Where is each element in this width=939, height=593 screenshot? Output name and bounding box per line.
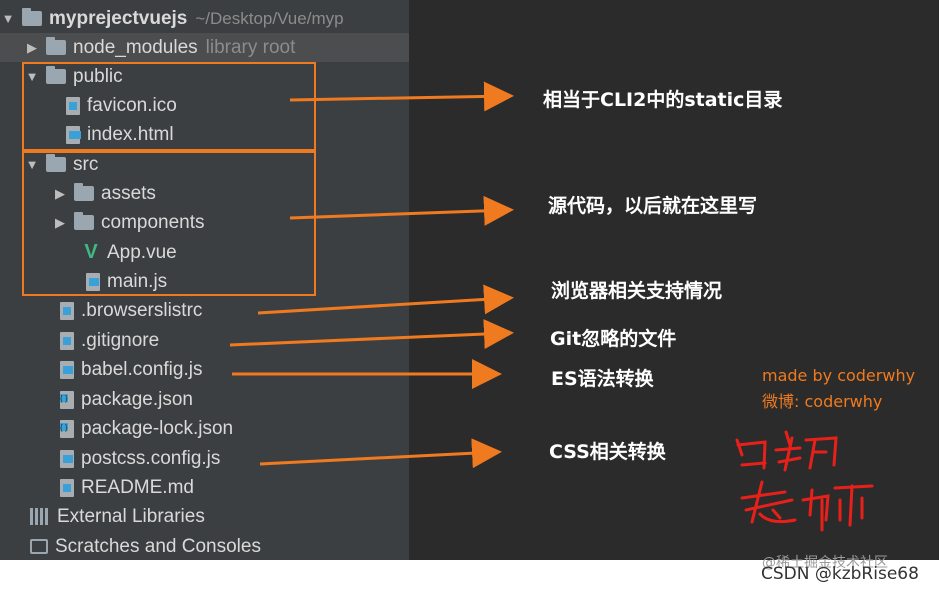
library-icon [30,508,50,525]
annotation-public: 相当于CLI2中的static目录 [543,89,783,111]
folder-icon [46,37,66,55]
folder-icon [74,212,94,230]
src-label: src [73,153,99,175]
handwritten-signature [735,430,874,532]
tree-item-index-html[interactable]: index.html [0,120,409,149]
arrow-browserslistrc [257,284,514,315]
tree-item-package-json[interactable]: package.json [0,385,409,414]
assets-label: assets [101,182,156,204]
tree-item-node-modules[interactable]: ▶ node_modules library root [0,33,409,62]
js-file-icon [60,449,74,468]
watermark-juejin: @稀土掘金技术社区 [762,555,888,571]
tree-item-external-libraries[interactable]: External Libraries [0,502,409,531]
collapse-arrow-icon[interactable]: ▶ [55,185,65,201]
tree-item-browserslistrc[interactable]: .browserslistrc [0,296,409,325]
library-root-label: library root [205,36,296,58]
tree-item-main-js[interactable]: main.js [0,267,409,296]
js-file-icon [60,360,74,379]
tree-item-public[interactable]: ▼ public [0,62,409,91]
arrow-gitignore [229,319,514,350]
postcss-config-label: postcss.config.js [81,447,221,469]
arrow-public [289,81,514,112]
folder-icon [74,183,94,201]
external-libraries-label: External Libraries [57,505,205,527]
scratch-icon [30,539,48,554]
tree-item-src[interactable]: ▼ src [0,150,409,179]
expand-arrow-icon[interactable]: ▼ [25,69,39,84]
tree-item-postcss-config[interactable]: postcss.config.js [0,444,409,473]
json-file-icon [60,390,74,409]
credit-line-1: made by coderwhy [762,366,916,385]
js-file-icon [86,272,100,291]
main-js-label: main.js [107,270,168,292]
collapse-arrow-icon[interactable]: ▶ [27,39,37,55]
babel-config-label: babel.config.js [81,358,203,380]
arrow-src [289,195,514,226]
browserslistrc-label: .browserslistrc [81,299,203,321]
folder-icon [22,8,42,26]
tree-item-readme[interactable]: README.md [0,473,409,502]
src-highlight-box [22,151,316,296]
folder-icon [46,154,66,172]
annotation-src: 源代码，以后就在这里写 [548,195,758,217]
tree-item-scratches[interactable]: Scratches and Consoles [0,532,409,561]
annotation-gitignore: Git忽略的文件 [550,328,677,350]
text-file-icon [60,331,74,350]
watermark-band [0,560,939,593]
watermark-csdn: CSDN @kzbRise68 [761,564,919,584]
annotation-postcss: CSS相关转换 [549,441,666,463]
tree-item-app-vue[interactable]: V App.vue [0,238,409,267]
components-label: components [101,211,205,233]
public-highlight-box [22,62,316,151]
markdown-file-icon [60,478,74,497]
tree-item-gitignore[interactable]: .gitignore [0,326,409,355]
annotation-babel: ES语法转换 [551,368,654,390]
text-file-icon [60,301,74,320]
tree-item-components[interactable]: ▶ components [0,208,409,237]
expand-arrow-icon[interactable]: ▼ [25,157,39,172]
project-name: myprejectvuejs [49,7,188,29]
scratches-label: Scratches and Consoles [55,535,261,557]
ico-file-icon [66,96,80,115]
collapse-arrow-icon[interactable]: ▶ [55,214,65,230]
node-modules-label: node_modules [73,36,198,58]
project-path: ~/Desktop/Vue/myp [195,8,344,28]
package-json-label: package.json [81,388,193,410]
expand-arrow-icon[interactable]: ▼ [1,11,15,26]
public-label: public [73,65,123,87]
json-file-icon [60,419,74,438]
readme-label: README.md [81,476,194,498]
credit-line-2: 微博: coderwhy [762,392,883,411]
tree-item-favicon[interactable]: favicon.ico [0,91,409,120]
html-file-icon [66,125,81,144]
arrow-postcss [259,438,502,469]
gitignore-label: .gitignore [81,329,160,351]
folder-icon [46,66,66,84]
vue-icon: V [84,241,98,263]
tree-item-package-lock[interactable]: package-lock.json [0,414,409,443]
index-html-label: index.html [87,123,174,145]
tree-root-project[interactable]: ▼ myprejectvuejs ~/Desktop/Vue/myp [0,4,409,33]
package-lock-label: package-lock.json [81,417,234,439]
app-vue-label: App.vue [107,241,177,263]
annotation-browserslist: 浏览器相关支持情况 [551,280,723,302]
tree-item-assets[interactable]: ▶ assets [0,179,409,208]
favicon-label: favicon.ico [87,94,177,116]
tree-item-babel-config[interactable]: babel.config.js [0,355,409,384]
